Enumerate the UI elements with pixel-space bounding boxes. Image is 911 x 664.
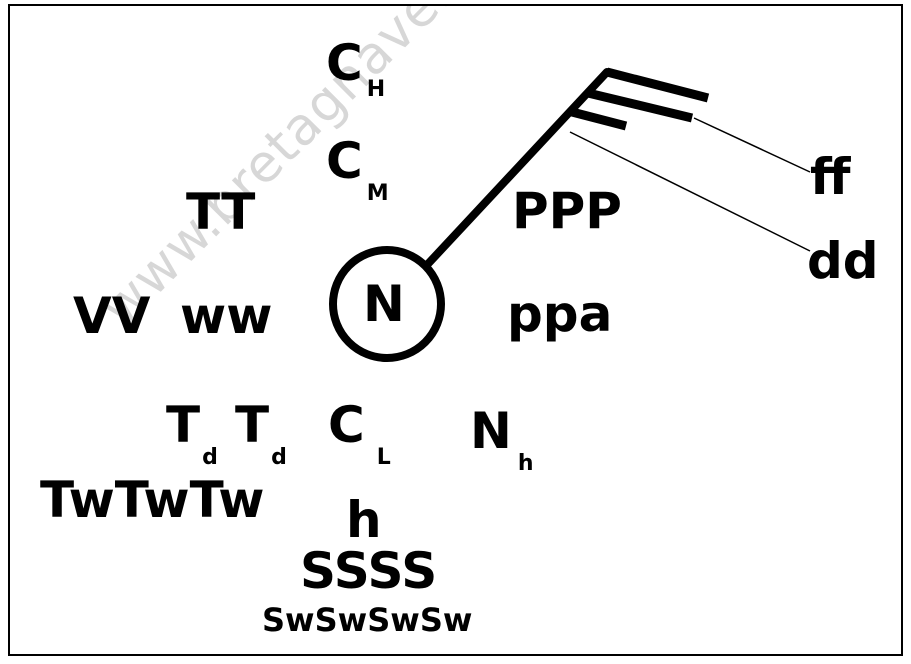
cloud-low-sub: L xyxy=(376,445,391,470)
past-weather-2: Td xyxy=(235,400,287,469)
wind-speed: ff xyxy=(810,148,851,206)
past-weather-1-sub: d xyxy=(202,445,218,470)
cloud-low-base: C xyxy=(328,396,365,454)
past-weather-2-base: T xyxy=(235,396,270,454)
station-circle xyxy=(329,246,445,362)
visibility: VV xyxy=(73,287,151,345)
cloud-low: CL xyxy=(328,400,391,469)
wind-barb-3 xyxy=(570,107,628,131)
leader-line-dd xyxy=(569,131,811,252)
past-weather-1-base: T xyxy=(166,396,201,454)
pressure: PPP xyxy=(512,182,622,240)
cloud-high-sub: H xyxy=(366,77,386,102)
wind-barb-1 xyxy=(605,67,710,103)
swell: SSSS xyxy=(300,542,438,600)
swell-sw: SwSwSwSw xyxy=(262,601,473,639)
station-model-graphics xyxy=(329,67,811,362)
cloud-high-base: C xyxy=(326,34,363,92)
cloud-mid-sub: M xyxy=(366,181,389,206)
low-cloud-amount-sub: h xyxy=(517,451,534,476)
wind-shaft xyxy=(422,68,611,270)
leader-line-ff xyxy=(693,117,811,173)
pressure-tendency: ppa xyxy=(507,285,613,343)
air-temperature: TT xyxy=(186,183,256,241)
low-cloud-amount: Nh xyxy=(470,406,534,475)
cloud-base-height: h xyxy=(346,491,382,549)
low-cloud-amount-base: N xyxy=(470,402,512,460)
wind-barb-2 xyxy=(586,88,694,123)
past-weather-1: Td xyxy=(166,400,218,469)
cloud-mid-base: C xyxy=(326,132,363,190)
cloud-mid: CM xyxy=(326,136,389,205)
wind-direction: dd xyxy=(807,232,879,290)
present-weather: ww xyxy=(180,287,273,345)
sea-temperature: TwTwTw xyxy=(40,471,265,529)
circle-label: N xyxy=(363,275,405,333)
past-weather-2-sub: d xyxy=(271,445,287,470)
